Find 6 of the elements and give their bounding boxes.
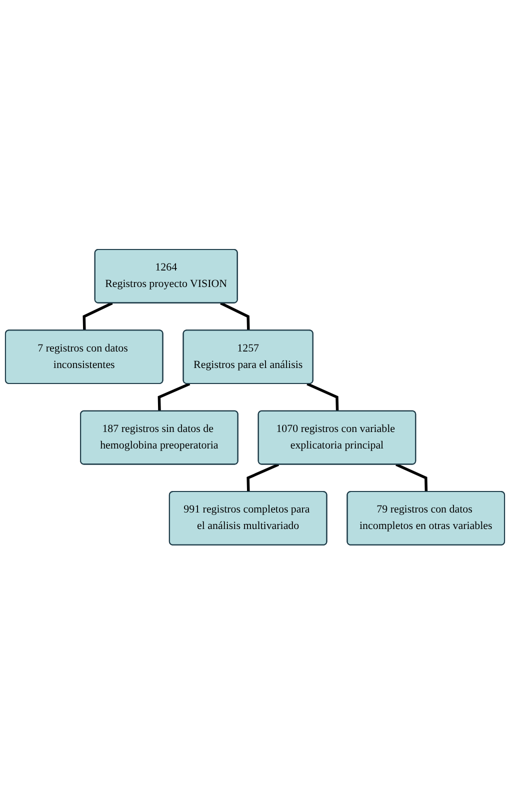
connector — [220, 302, 250, 331]
connector — [396, 464, 428, 492]
connector — [306, 382, 339, 412]
connector — [246, 464, 280, 492]
connector — [158, 382, 190, 412]
connector — [82, 302, 113, 331]
